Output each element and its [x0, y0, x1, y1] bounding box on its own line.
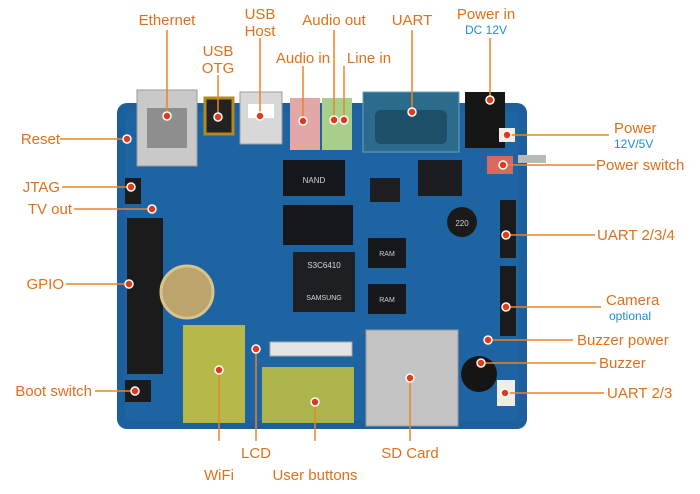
- cpu-chip: [293, 252, 355, 312]
- nand-chip: [283, 160, 345, 196]
- marker-power-switch: [498, 160, 508, 170]
- gpio-header: [127, 218, 163, 374]
- marker-line-in: [339, 115, 349, 125]
- buzzer-component: [461, 356, 497, 392]
- label-audio-in: Audio in: [275, 50, 331, 67]
- marker-uart-234: [501, 230, 511, 240]
- marker-buzzer-power: [483, 335, 493, 345]
- nand-chip-text: NAND: [303, 176, 326, 185]
- callout-lines: [60, 30, 609, 441]
- marker-usb-host: [255, 111, 265, 121]
- label-power-in-sub: DC 12V: [464, 23, 508, 37]
- regulator-chip: [418, 160, 462, 196]
- label-lcd: LCD: [240, 445, 271, 462]
- label-uart-234: UART 2/3/4: [597, 227, 675, 244]
- label-uart: UART: [391, 12, 433, 29]
- power-switch-lever: [518, 155, 546, 163]
- label-wifi: WiFi: [204, 467, 234, 484]
- label-gpio: GPIO: [26, 276, 64, 293]
- label-buzzer-power: Buzzer power: [577, 332, 669, 349]
- label-boot-switch: Boot switch: [15, 383, 92, 400]
- label-reset: Reset: [20, 131, 60, 148]
- camera-header: [500, 266, 516, 336]
- uart-234-header: [500, 200, 516, 258]
- inductor-text: 220: [455, 219, 469, 228]
- label-power: Power: [614, 120, 657, 137]
- marker-usb-otg: [213, 112, 223, 122]
- usb-host-slot: [248, 104, 274, 118]
- wifi-module: [183, 325, 245, 423]
- callout-markers: [122, 95, 512, 407]
- label-sd-card: SD Card: [381, 445, 439, 462]
- label-usb-otg: USB OTG: [201, 43, 235, 77]
- label-power-switch: Power switch: [596, 157, 685, 174]
- label-camera: Camera: [606, 292, 660, 309]
- uart-db9-face: [375, 110, 447, 144]
- marker-wifi: [214, 365, 224, 375]
- label-buzzer: Buzzer: [599, 355, 646, 372]
- label-jtag: JTAG: [22, 179, 60, 196]
- label-power-sub: 12V/5V: [614, 137, 654, 151]
- marker-power: [502, 130, 512, 140]
- marker-reset: [122, 134, 132, 144]
- label-tv-out: TV out: [27, 201, 72, 218]
- marker-camera: [501, 302, 511, 312]
- line-in-jack: [322, 98, 352, 150]
- label-ethernet: Ethernet: [138, 12, 196, 29]
- user-buttons-area: [262, 367, 354, 423]
- ram-chip-2-text: RAM: [379, 297, 395, 304]
- ram-chip-1: [368, 238, 406, 268]
- ram-chip-small: [283, 205, 353, 245]
- marker-sd-card: [405, 373, 415, 383]
- marker-boot-switch: [130, 386, 140, 396]
- marker-jtag: [126, 182, 136, 192]
- power-in-jack: [465, 92, 505, 148]
- label-usb-host: USB Host: [244, 6, 276, 40]
- marker-power-in: [485, 95, 495, 105]
- ram-chip-2: [368, 284, 406, 314]
- label-line-in: Line in: [346, 50, 392, 67]
- label-camera-sub: optional: [609, 309, 652, 323]
- label-power-in: Power in: [456, 6, 516, 23]
- ram-chip-1-text: RAM: [379, 251, 395, 258]
- power-chip-1: [370, 178, 400, 202]
- marker-tv-out: [147, 204, 157, 214]
- label-audio-out: Audio out: [302, 12, 366, 29]
- marker-user-buttons: [310, 397, 320, 407]
- marker-lcd: [251, 344, 261, 354]
- marker-uart: [407, 107, 417, 117]
- marker-audio-out: [329, 115, 339, 125]
- marker-uart-23: [500, 388, 510, 398]
- marker-gpio: [124, 279, 134, 289]
- marker-ethernet: [162, 111, 172, 121]
- lcd-connector: [269, 341, 353, 357]
- marker-buzzer: [476, 358, 486, 368]
- inductor: [447, 207, 477, 237]
- label-user-buttons: User buttons: [272, 467, 358, 484]
- cpu-brand-text: SAMSUNG: [306, 295, 341, 302]
- marker-audio-in: [298, 116, 308, 126]
- cpu-model-text: S3C6410: [307, 261, 341, 270]
- label-uart-23: UART 2/3: [607, 385, 673, 402]
- coin-battery: [159, 264, 215, 320]
